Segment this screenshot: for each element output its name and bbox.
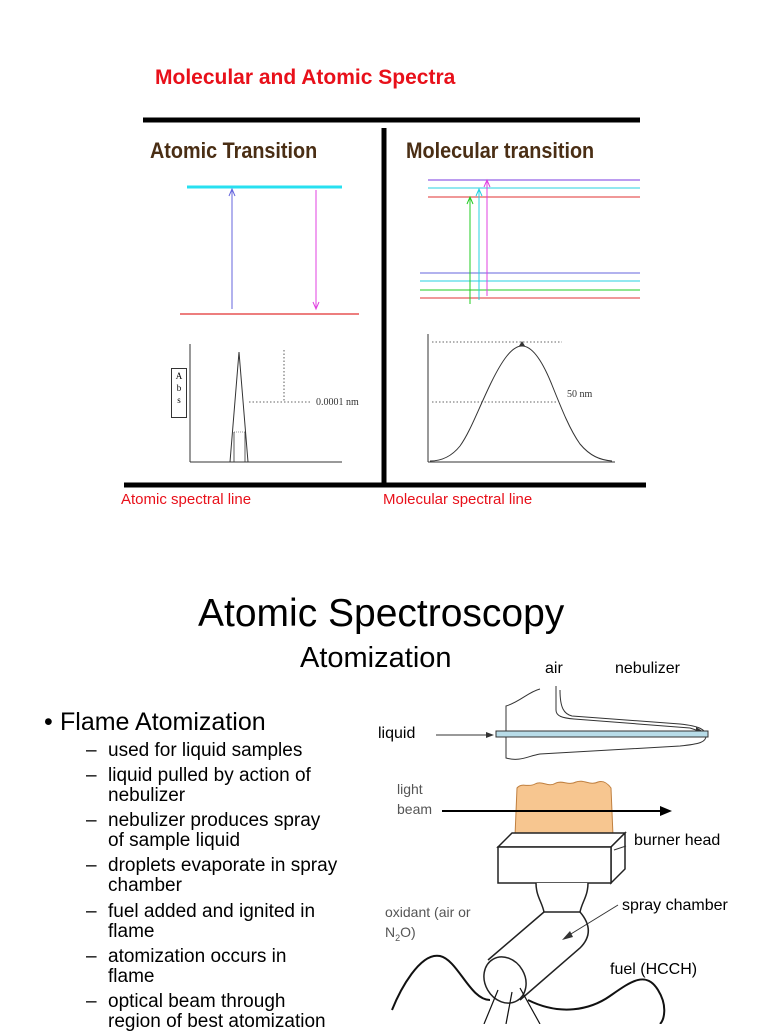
burner-head-label: burner head bbox=[634, 832, 721, 849]
molecular-transition-heading: Molecular transition bbox=[406, 138, 595, 163]
spray-chamber bbox=[487, 911, 589, 1001]
fuel-label: fuel (HCCH) bbox=[610, 961, 698, 978]
spray-chamber-label: spray chamber bbox=[622, 897, 728, 914]
atomic-peak bbox=[229, 351, 249, 463]
oxidant-label: oxidant (air or N2O) bbox=[385, 904, 471, 943]
flame bbox=[514, 780, 614, 837]
molecular-caption: Molecular spectral line bbox=[383, 491, 533, 508]
fuel-hose bbox=[527, 978, 666, 1024]
slide-title: Molecular and Atomic Spectra bbox=[155, 66, 456, 89]
capillary-tube bbox=[495, 730, 709, 738]
spray-chamber-pointer bbox=[565, 904, 619, 938]
oxidant-hose bbox=[391, 954, 491, 1011]
main-bullet: •Flame Atomization bbox=[44, 708, 266, 736]
atomic-transition-heading: Atomic Transition bbox=[150, 138, 318, 163]
air-label: air bbox=[545, 660, 563, 677]
absorbance-axis-label: A b s bbox=[171, 368, 187, 418]
burner-head bbox=[496, 832, 627, 848]
nebulizer-body bbox=[505, 688, 707, 760]
spray-chamber-end bbox=[483, 956, 527, 1004]
burner-neck bbox=[535, 882, 589, 913]
slide-subtitle: Atomization bbox=[300, 642, 452, 674]
atomic-width-label: 0.0001 nm bbox=[316, 397, 359, 408]
molecular-width-label: 50 nm bbox=[567, 389, 593, 400]
slide-title: Atomic Spectroscopy bbox=[198, 592, 565, 635]
bullet-dot-icon: • bbox=[44, 708, 53, 736]
nebulizer-label: nebulizer bbox=[615, 660, 680, 677]
light-beam-label: light beam bbox=[397, 781, 433, 817]
burner-head-pointer bbox=[613, 845, 627, 851]
liquid-label: liquid bbox=[378, 725, 416, 742]
atomic-caption: Atomic spectral line bbox=[121, 491, 252, 508]
